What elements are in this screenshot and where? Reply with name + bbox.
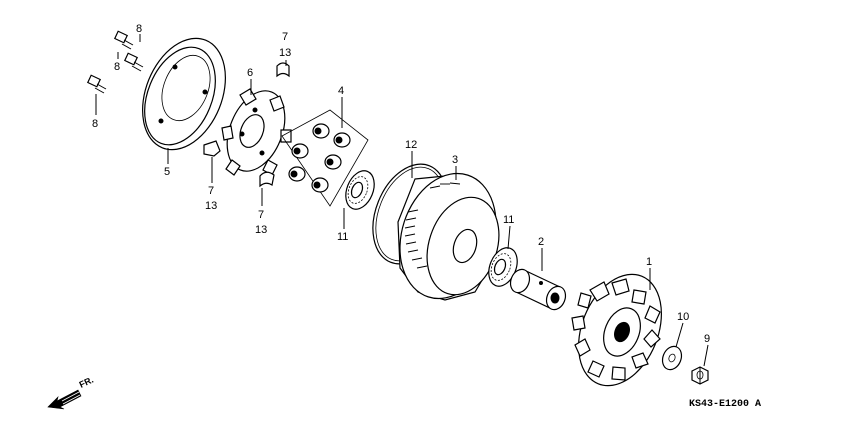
bolt-left (86, 74, 107, 94)
callout-1: 1 (646, 256, 652, 268)
callout-13-top: 13 (279, 47, 291, 59)
roller-5 (288, 166, 306, 182)
front-arrow-icon (47, 389, 82, 410)
weight-roller-set (281, 109, 369, 207)
ramp-plate (221, 88, 292, 176)
drive-face (571, 273, 662, 387)
callout-9: 9 (704, 333, 710, 345)
callout-8-left: 8 (92, 118, 98, 130)
slide-piece-left (203, 140, 221, 157)
callout-8-top: 8 (136, 23, 142, 35)
callout-5: 5 (164, 166, 170, 178)
seal-upper (345, 170, 375, 210)
cover (142, 37, 226, 151)
fin-hatching (404, 182, 461, 269)
bolt-top (113, 30, 134, 50)
front-direction-indicator: FR. (47, 375, 95, 410)
roller-1 (312, 123, 330, 139)
callout-3: 3 (452, 154, 458, 166)
callout-10: 10 (677, 311, 689, 323)
callout-7-bottom: 7 (258, 209, 264, 221)
callout-13-bottom: 13 (255, 224, 267, 236)
callout-6: 6 (247, 67, 253, 79)
diagram-code: KS43-E1200 A (689, 399, 761, 410)
front-label: FR. (78, 375, 95, 390)
washer (661, 345, 683, 371)
movable-drive-face (397, 172, 500, 301)
callout-4: 4 (338, 85, 344, 97)
callout-11-lower: 11 (503, 214, 514, 226)
nut (691, 366, 709, 385)
roller-6 (311, 177, 329, 193)
leader-lines (95, 34, 709, 367)
collar (509, 268, 567, 311)
roller-4 (324, 154, 342, 170)
callout-12: 12 (405, 139, 417, 151)
bolt-middle (123, 52, 144, 72)
callout-2: 2 (538, 236, 544, 248)
callout-7-top: 7 (282, 31, 288, 43)
slide-piece-top (276, 62, 290, 78)
callout-7-left: 7 (208, 185, 214, 197)
callout-8-middle: 8 (114, 61, 120, 73)
seal-lower (488, 247, 518, 287)
roller-3 (291, 143, 309, 159)
callout-11-upper: 11 (337, 231, 348, 243)
roller-2 (333, 132, 351, 148)
callout-13-left: 13 (205, 200, 217, 212)
slide-piece-bottom (259, 171, 275, 188)
callouts: 8 8 8 5 6 7 13 7 13 7 13 4 12 3 11 11 2 … (92, 23, 710, 345)
